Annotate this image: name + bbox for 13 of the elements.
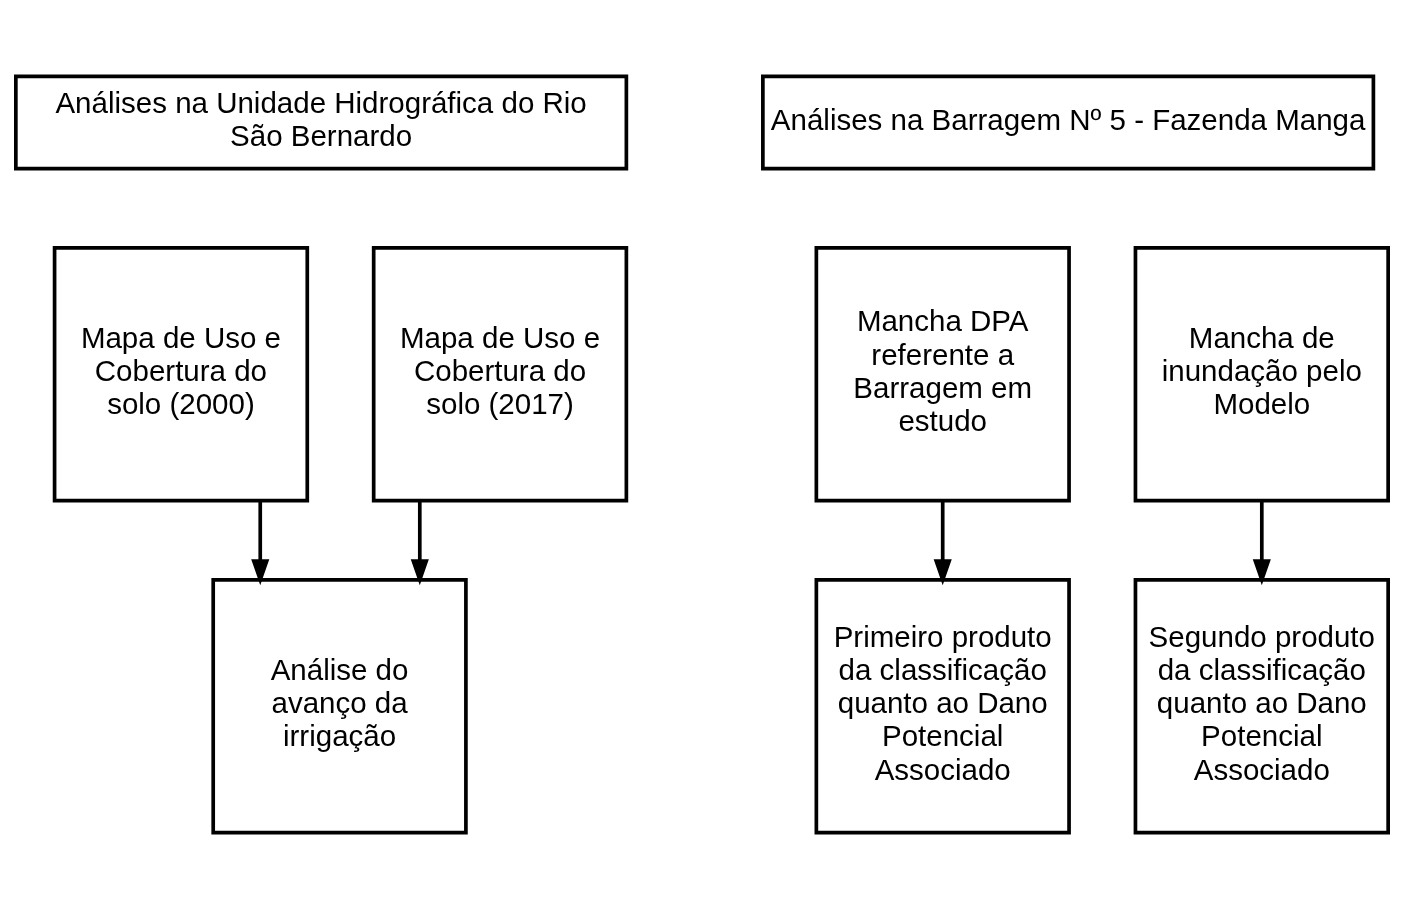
node-box: Análise do avanço da irrigação [211,577,468,834]
node-box: Primeiro produto da classificação quanto ao Dano Potencial Associado [814,577,1071,834]
arrow [410,500,429,585]
arrow [1252,500,1271,585]
node-box: Análises na Barragem Nº 5 - Fazenda Manga [761,74,1376,170]
node-box: Mancha DPA referente a Barragem em estudo [814,245,1071,502]
node-box: Mapa de Uso e Cobertura do solo (2000) [52,245,310,502]
arrow [933,500,952,585]
node-box: Segundo produto da classificação quanto ao Dano Potencial Associado [1133,577,1390,834]
node-box: Análises na Unidade Hidrográfica do Rio São Bernardo [14,74,629,170]
node-box: Mancha de inundação pelo Modelo [1133,245,1390,502]
arrow [251,500,270,585]
node-box: Mapa de Uso e Cobertura do solo (2017) [371,245,629,502]
